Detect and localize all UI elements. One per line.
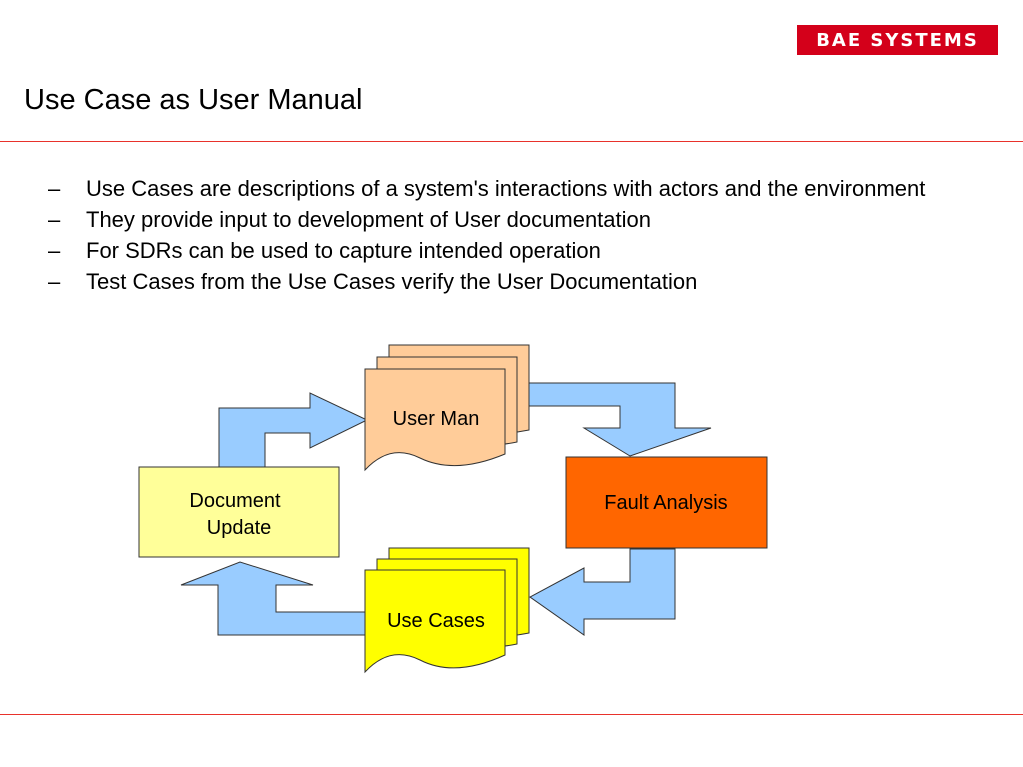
bullet-text: Use Cases are descriptions of a system's… xyxy=(86,176,926,201)
bullet-item: –For SDRs can be used to capture intende… xyxy=(48,238,968,264)
document-update-label-line1: Document xyxy=(189,490,281,512)
bullet-text: For SDRs can be used to capture intended… xyxy=(86,238,601,263)
arrow-userman-to-fault xyxy=(527,382,712,457)
arrow-fault-to-usecases xyxy=(529,548,676,636)
bullet-dash: – xyxy=(48,207,61,232)
bullet-item: –Test Cases from the Use Cases verify th… xyxy=(48,269,968,295)
bullet-text: Test Cases from the Use Cases verify the… xyxy=(86,269,698,294)
user-man-label: User Man xyxy=(393,408,480,430)
bullet-dash: – xyxy=(48,238,61,263)
fault-analysis-label: Fault Analysis xyxy=(604,492,727,514)
bottom-divider xyxy=(0,714,1023,715)
top-divider xyxy=(0,141,1023,142)
bullet-dash: – xyxy=(48,176,61,201)
slide-title: Use Case as User Manual xyxy=(24,84,363,116)
fault-analysis-box xyxy=(565,456,768,549)
use-cases-label: Use Cases xyxy=(387,610,485,632)
user-man-document-stack xyxy=(364,344,530,472)
bullet-item: –Use Cases are descriptions of a system'… xyxy=(48,176,968,202)
arrow-docupdate-to-userman xyxy=(218,392,369,468)
bullet-dash: – xyxy=(48,269,61,294)
bae-systems-logo: BAE SYSTEMS xyxy=(797,25,998,55)
bullet-text: They provide input to development of Use… xyxy=(86,207,651,232)
use-cases-document-stack xyxy=(364,547,530,674)
document-update-label-line2: Update xyxy=(207,517,272,539)
arrow-usecases-to-docupdate xyxy=(180,561,367,636)
bullet-item: –They provide input to development of Us… xyxy=(48,207,968,233)
document-update-box xyxy=(138,466,340,558)
bullet-list: –Use Cases are descriptions of a system'… xyxy=(48,176,968,300)
